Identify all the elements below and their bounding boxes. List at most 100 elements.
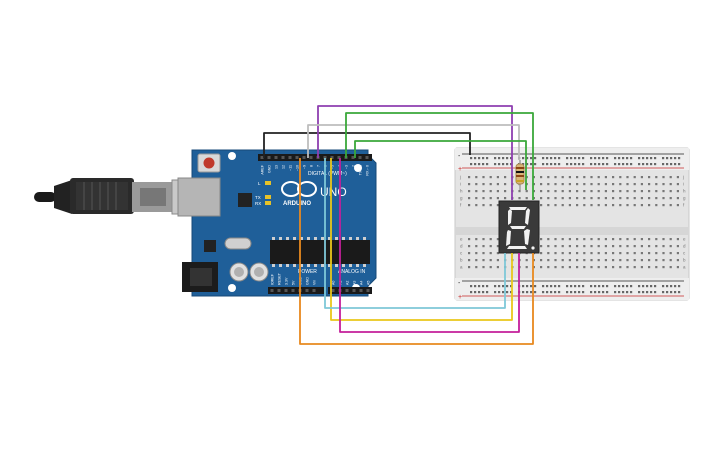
terminal-hole[interactable] <box>576 204 579 207</box>
terminal-hole[interactable] <box>468 176 471 179</box>
digital-pin-hole[interactable] <box>337 156 341 159</box>
terminal-hole[interactable] <box>475 176 478 179</box>
rail-hole[interactable] <box>546 285 549 288</box>
terminal-hole[interactable] <box>547 259 550 262</box>
rail-hole[interactable] <box>646 291 649 294</box>
terminal-hole[interactable] <box>561 266 564 269</box>
rail-hole[interactable] <box>546 157 549 160</box>
rail-hole[interactable] <box>534 163 537 166</box>
terminal-hole[interactable] <box>633 204 636 207</box>
rail-hole[interactable] <box>590 163 593 166</box>
terminal-hole[interactable] <box>590 259 593 262</box>
terminal-hole[interactable] <box>619 183 622 186</box>
rail-hole[interactable] <box>534 291 537 294</box>
terminal-hole[interactable] <box>547 252 550 255</box>
resistor[interactable] <box>515 160 525 190</box>
terminal-hole[interactable] <box>576 176 579 179</box>
rail-hole[interactable] <box>642 285 645 288</box>
terminal-hole[interactable] <box>540 204 543 207</box>
terminal-hole[interactable] <box>655 266 658 269</box>
terminal-hole[interactable] <box>561 183 564 186</box>
rail-hole[interactable] <box>578 291 581 294</box>
terminal-hole[interactable] <box>619 176 622 179</box>
terminal-hole[interactable] <box>561 252 564 255</box>
terminal-hole[interactable] <box>583 176 586 179</box>
rail-hole[interactable] <box>554 163 557 166</box>
terminal-hole[interactable] <box>540 176 543 179</box>
power-pin-hole[interactable] <box>284 289 288 292</box>
rail-hole[interactable] <box>578 157 581 160</box>
rail-hole[interactable] <box>638 285 641 288</box>
terminal-hole[interactable] <box>655 245 658 248</box>
terminal-hole[interactable] <box>590 238 593 241</box>
rail-hole[interactable] <box>470 163 473 166</box>
terminal-hole[interactable] <box>547 204 550 207</box>
rail-hole[interactable] <box>666 163 669 166</box>
rail-hole[interactable] <box>506 291 509 294</box>
rail-hole[interactable] <box>482 163 485 166</box>
terminal-hole[interactable] <box>669 266 672 269</box>
rail-hole[interactable] <box>622 163 625 166</box>
terminal-hole[interactable] <box>612 245 615 248</box>
rail-hole[interactable] <box>674 291 677 294</box>
terminal-hole[interactable] <box>626 190 629 193</box>
terminal-hole[interactable] <box>496 183 499 186</box>
rail-hole[interactable] <box>530 291 533 294</box>
rail-hole[interactable] <box>618 163 621 166</box>
rail-hole[interactable] <box>570 163 573 166</box>
terminal-hole[interactable] <box>662 190 665 193</box>
terminal-hole[interactable] <box>626 252 629 255</box>
terminal-hole[interactable] <box>669 252 672 255</box>
terminal-hole[interactable] <box>662 266 665 269</box>
digital-pin-hole[interactable] <box>302 156 306 159</box>
terminal-hole[interactable] <box>597 259 600 262</box>
terminal-hole[interactable] <box>489 176 492 179</box>
rail-hole[interactable] <box>578 285 581 288</box>
rail-hole[interactable] <box>578 163 581 166</box>
digital-pin-hole[interactable] <box>309 156 313 159</box>
terminal-hole[interactable] <box>554 238 557 241</box>
terminal-hole[interactable] <box>561 238 564 241</box>
terminal-hole[interactable] <box>676 190 679 193</box>
terminal-hole[interactable] <box>475 190 478 193</box>
rail-hole[interactable] <box>654 291 657 294</box>
terminal-hole[interactable] <box>583 238 586 241</box>
terminal-hole[interactable] <box>597 252 600 255</box>
terminal-hole[interactable] <box>547 245 550 248</box>
terminal-hole[interactable] <box>612 266 615 269</box>
rail-hole[interactable] <box>542 291 545 294</box>
terminal-hole[interactable] <box>619 190 622 193</box>
terminal-hole[interactable] <box>669 204 672 207</box>
terminal-hole[interactable] <box>482 197 485 200</box>
terminal-hole[interactable] <box>468 238 471 241</box>
terminal-hole[interactable] <box>547 238 550 241</box>
rail-hole[interactable] <box>678 291 681 294</box>
rail-hole[interactable] <box>626 157 629 160</box>
rail-hole[interactable] <box>486 157 489 160</box>
terminal-hole[interactable] <box>482 252 485 255</box>
terminal-hole[interactable] <box>640 197 643 200</box>
terminal-hole[interactable] <box>496 176 499 179</box>
terminal-hole[interactable] <box>626 204 629 207</box>
rail-hole[interactable] <box>642 163 645 166</box>
terminal-hole[interactable] <box>612 176 615 179</box>
rail-hole[interactable] <box>602 285 605 288</box>
terminal-hole[interactable] <box>604 183 607 186</box>
terminal-hole[interactable] <box>576 183 579 186</box>
terminal-hole[interactable] <box>597 245 600 248</box>
rail-hole[interactable] <box>478 285 481 288</box>
rail-hole[interactable] <box>486 285 489 288</box>
rail-hole[interactable] <box>646 163 649 166</box>
terminal-hole[interactable] <box>669 238 672 241</box>
rail-hole[interactable] <box>482 285 485 288</box>
terminal-hole[interactable] <box>604 238 607 241</box>
rail-hole[interactable] <box>494 163 497 166</box>
rail-hole[interactable] <box>550 157 553 160</box>
digital-pin-hole[interactable] <box>323 156 327 159</box>
rail-hole[interactable] <box>502 285 505 288</box>
terminal-hole[interactable] <box>482 204 485 207</box>
terminal-hole[interactable] <box>590 245 593 248</box>
rail-hole[interactable] <box>626 285 629 288</box>
rail-hole[interactable] <box>662 291 665 294</box>
